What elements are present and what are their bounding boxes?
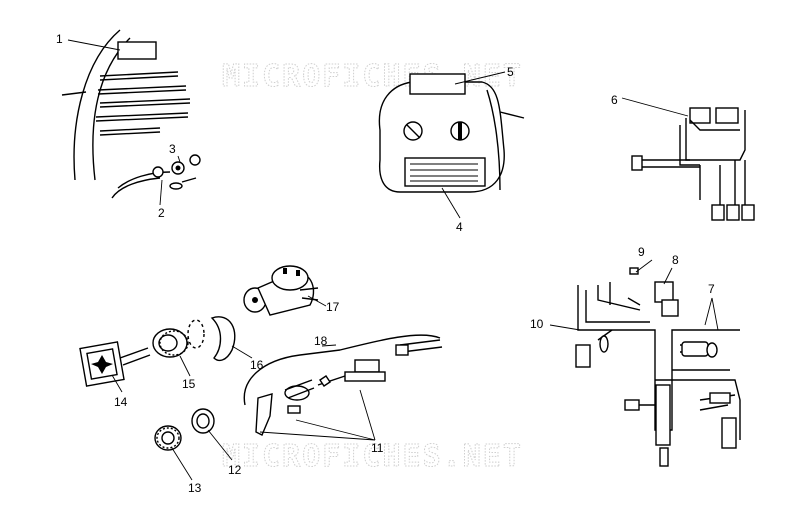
callout-3: 3 [169, 142, 176, 156]
leader-8 [663, 267, 673, 285]
nut-15 [152, 328, 189, 358]
leader-6 [621, 97, 689, 117]
leader-4 [441, 187, 461, 219]
watermark-bottom: MICROFICHES.NET [222, 439, 523, 474]
nut-13 [154, 425, 182, 451]
callout-18: 18 [314, 334, 328, 348]
callout-8: 8 [672, 253, 679, 267]
dash-panel-assembly [378, 73, 525, 193]
wiring-harness-main [575, 267, 741, 467]
callout-1: 1 [56, 32, 63, 46]
callout-10: 10 [530, 317, 544, 331]
washer-12 [191, 408, 215, 434]
callout-17: 17 [326, 300, 340, 314]
leader-15 [179, 355, 191, 377]
callout-2: 2 [158, 206, 165, 220]
leader-14 [111, 374, 123, 393]
callout-16: 16 [250, 358, 264, 372]
callout-5: 5 [507, 65, 514, 79]
leader-1 [67, 39, 121, 51]
bezel-16 [187, 316, 236, 362]
decal-5 [409, 73, 466, 95]
cable-assembly-18 [243, 334, 443, 436]
callout-6: 6 [611, 93, 618, 107]
leader-7 [704, 297, 719, 331]
leader-18 [321, 344, 337, 347]
leader-2 [159, 179, 163, 206]
decal-1 [117, 41, 157, 60]
leader-16 [231, 345, 253, 359]
leader-17 [307, 295, 327, 307]
wiring-harness-top [631, 107, 755, 221]
callout-11: 11 [371, 441, 384, 455]
leader-9 [635, 259, 653, 273]
leader-5 [454, 71, 506, 85]
callout-13: 13 [188, 481, 202, 495]
ignition-switch [111, 154, 201, 199]
hood-decal-stripes [95, 71, 191, 136]
callout-15: 15 [182, 377, 196, 391]
callout-12: 12 [228, 463, 242, 477]
callout-9: 9 [638, 245, 645, 259]
callout-4: 4 [456, 220, 463, 234]
leader-10 [549, 324, 581, 331]
leader-13 [171, 447, 193, 481]
key-14 [79, 341, 151, 387]
leader-12 [207, 429, 233, 461]
leader-3 [177, 155, 181, 163]
callout-14: 14 [114, 395, 128, 409]
callout-7: 7 [708, 282, 715, 296]
leader-11 [259, 389, 376, 441]
hood-left-assembly [61, 29, 201, 199]
warning-label [404, 157, 486, 187]
ignition-switch-17 [243, 265, 319, 316]
watermark-top: MICROFICHES.NET [222, 59, 523, 94]
